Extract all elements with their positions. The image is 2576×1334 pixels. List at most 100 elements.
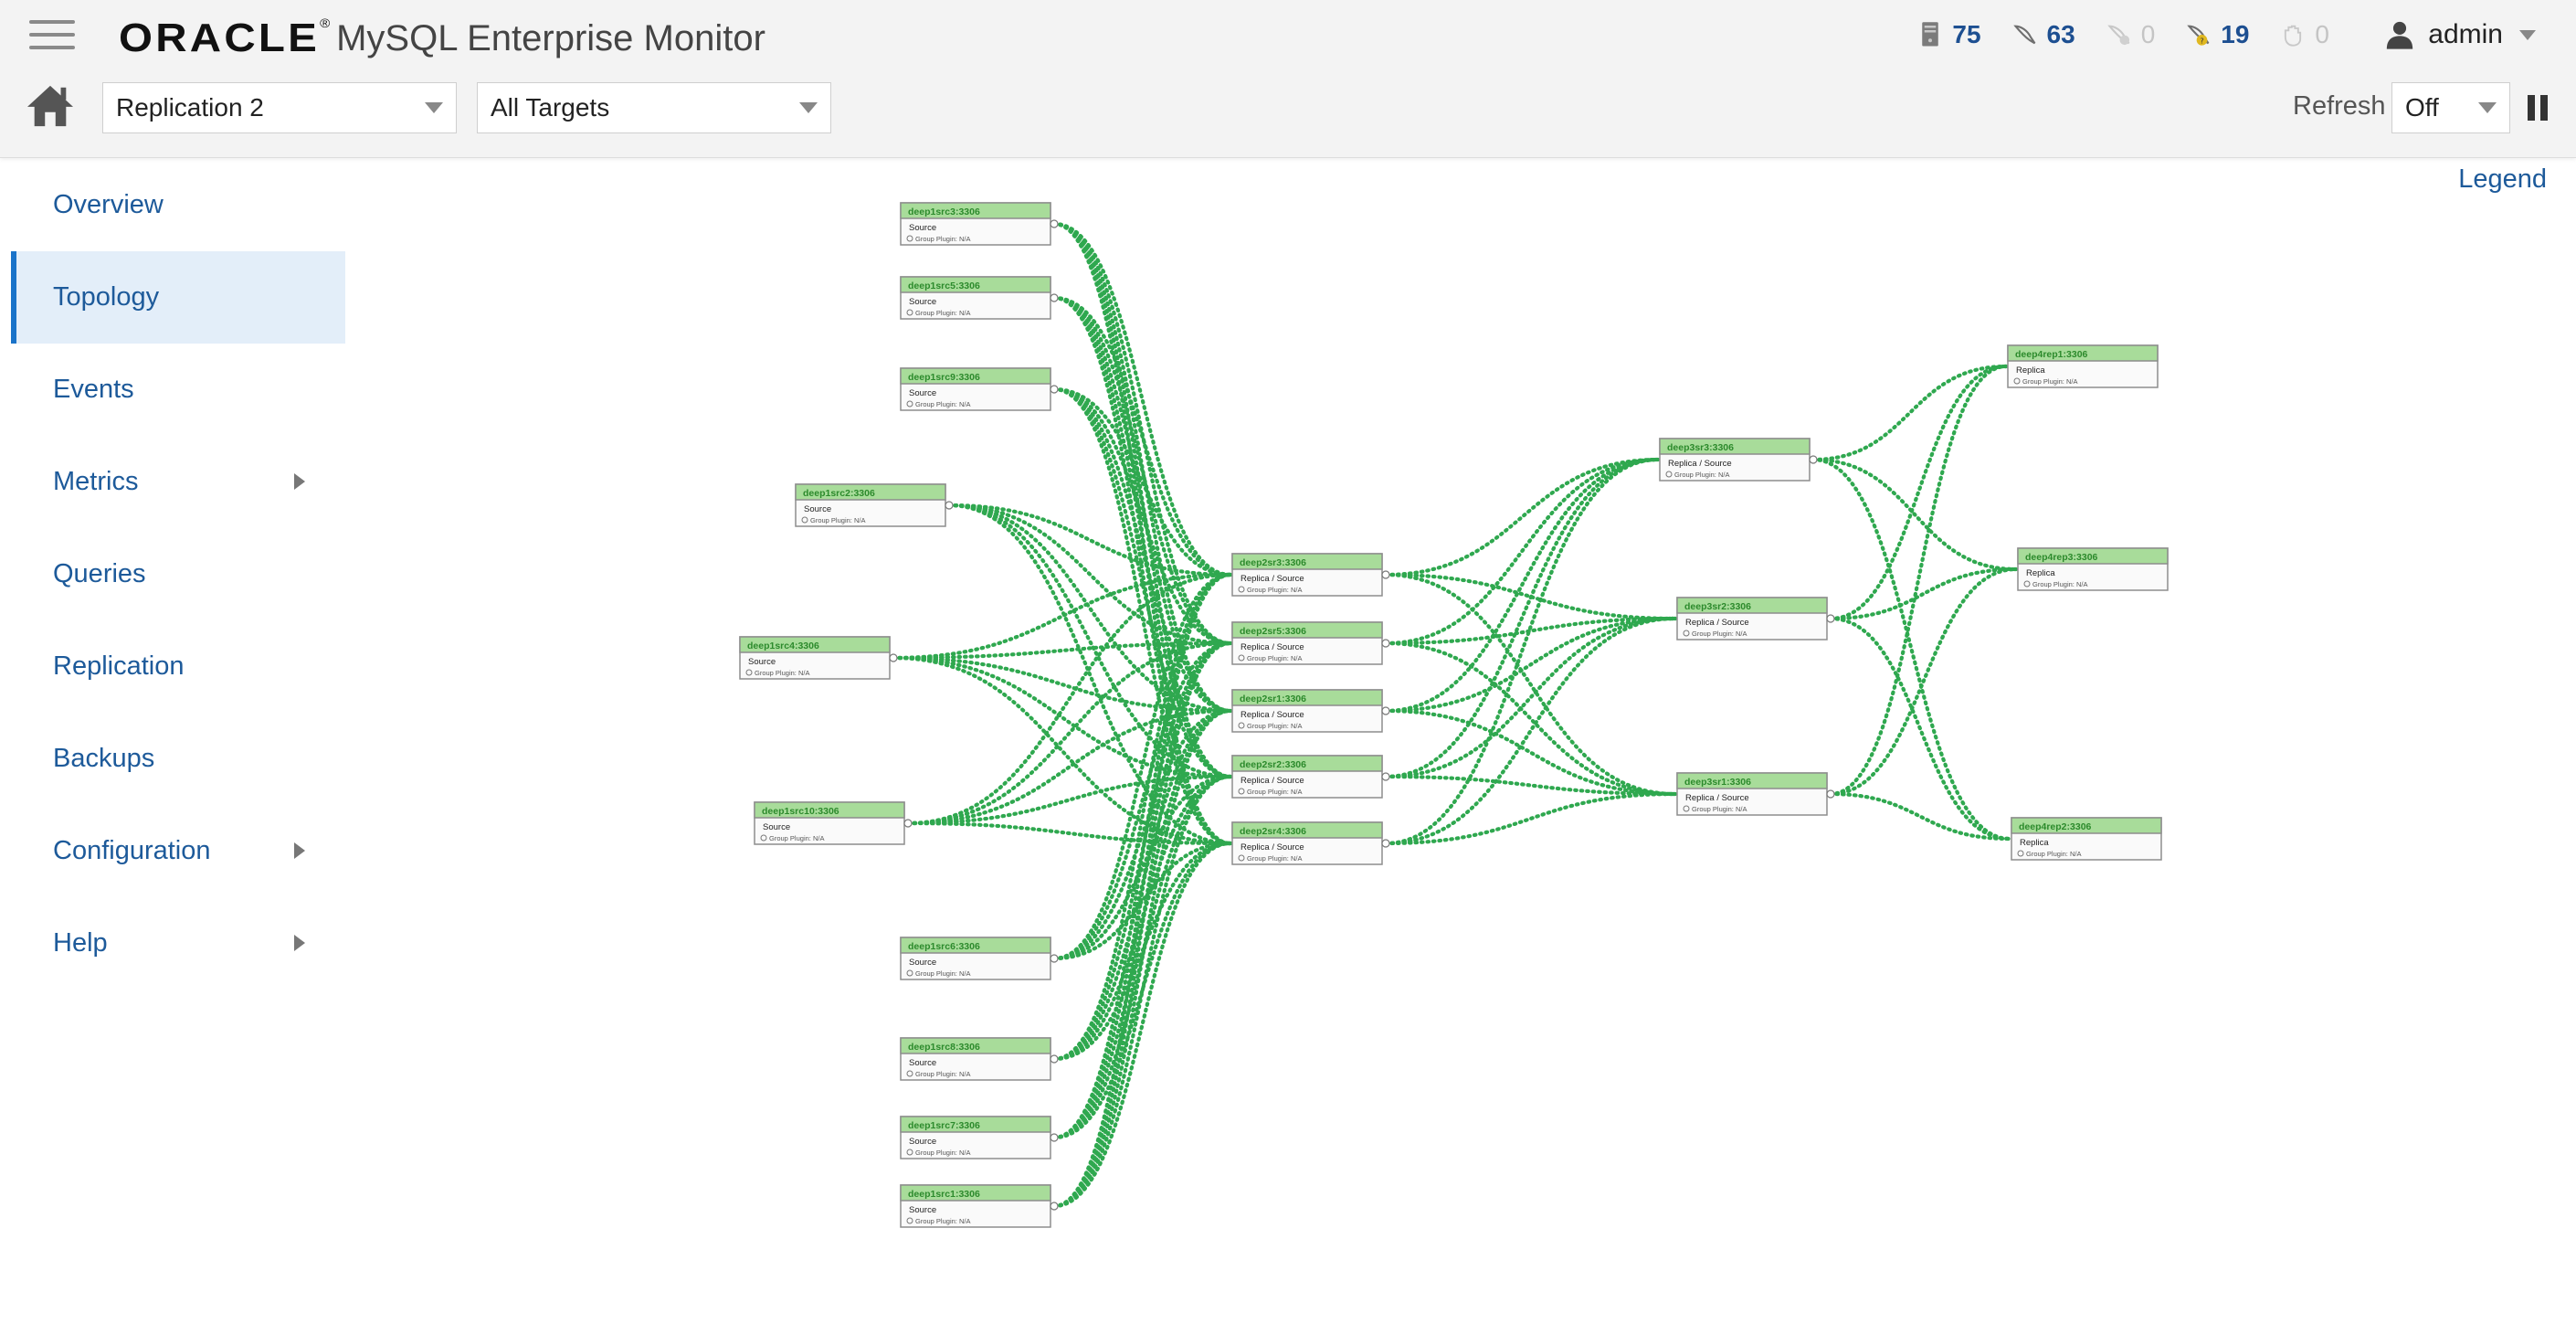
sidebar-item-overview[interactable]: Overview (11, 159, 345, 251)
link-deep2sr3-to-deep3sr1 (1383, 572, 1678, 797)
link-deep1src8-to-deep2sr3 (1051, 572, 1233, 1062)
status-agents-down[interactable]: 0 (2280, 20, 2329, 49)
status-instances-warning[interactable]: ? 19 (2186, 20, 2249, 49)
link-deep1src8-to-deep2sr1 (1051, 708, 1233, 1062)
output-port-icon[interactable] (1050, 385, 1059, 394)
output-port-icon[interactable] (1381, 706, 1390, 715)
hamburger-menu-icon[interactable] (29, 20, 75, 51)
node-role: Replica / Source (1668, 459, 1732, 469)
chevron-right-icon (294, 473, 305, 490)
node-role: Replica / Source (1240, 842, 1304, 852)
status-servers[interactable]: 75 (1917, 20, 1981, 49)
output-port-icon[interactable] (945, 501, 954, 510)
output-port-icon[interactable] (1050, 1133, 1059, 1142)
output-port-icon[interactable] (1809, 455, 1818, 464)
sidebar-item-label: Help (53, 928, 108, 958)
output-port-icon[interactable] (1826, 789, 1835, 799)
sidebar-item-queries[interactable]: Queries (11, 528, 345, 620)
link-deep1src4-to-deep2sr4 (891, 655, 1233, 846)
output-port-icon[interactable] (1050, 1054, 1059, 1064)
node-role: Source (909, 388, 936, 398)
sidebar-item-label: Backups (53, 744, 155, 773)
link-deep1src2-to-deep2sr1 (946, 503, 1233, 714)
targets-select-value: All Targets (491, 93, 610, 122)
pause-icon[interactable] (2526, 95, 2551, 122)
status-instances-down[interactable]: 0 (2106, 20, 2155, 49)
top-header: ORACLE® MySQL Enterprise Monitor 75 63 0… (0, 0, 2576, 158)
output-port-icon[interactable] (1826, 614, 1835, 623)
output-port-icon[interactable] (1050, 293, 1059, 302)
node-role: Source (909, 1137, 936, 1147)
node-role: Replica (2016, 365, 2045, 376)
output-port-icon[interactable] (1050, 219, 1059, 228)
sidebar-item-events[interactable]: Events (11, 344, 345, 436)
node-plugin: Group Plugin: N/A (1247, 586, 1302, 594)
output-port-icon[interactable] (1381, 570, 1390, 579)
plugin-status-icon (2017, 850, 2024, 857)
link-deep1src5-to-deep2sr3 (1051, 295, 1233, 577)
node-title: deep2sr1:3306 (1240, 693, 1306, 704)
sidebar-item-metrics[interactable]: Metrics (11, 436, 345, 528)
node-title: deep1src9:3306 (908, 372, 980, 383)
sidebar-item-help[interactable]: Help (11, 897, 345, 990)
sidebar-item-configuration[interactable]: Configuration (11, 805, 345, 897)
sidebar: Overview Topology Events Metrics Queries… (0, 159, 345, 990)
node-plugin: Group Plugin: N/A (915, 1070, 970, 1078)
output-port-icon[interactable] (903, 819, 913, 828)
node-header (2017, 547, 2169, 565)
home-icon[interactable] (26, 82, 75, 128)
group-select[interactable]: Replication 2 (102, 82, 457, 133)
link-deep1src7-to-deep2sr1 (1051, 708, 1233, 1140)
replication-links (891, 221, 2019, 1209)
user-menu[interactable]: admin (2384, 15, 2536, 55)
plugin-status-icon (2013, 377, 2021, 385)
output-port-icon[interactable] (1381, 639, 1390, 648)
link-deep1src6-to-deep2sr5 (1051, 641, 1233, 961)
output-port-icon[interactable] (889, 653, 898, 662)
link-deep1src10-to-deep2sr5 (905, 641, 1233, 826)
node-plugin: Group Plugin: N/A (755, 669, 809, 677)
output-port-icon[interactable] (1050, 954, 1059, 963)
output-port-icon[interactable] (1381, 839, 1390, 848)
chevron-right-icon (294, 935, 305, 951)
output-port-icon[interactable] (1050, 1202, 1059, 1211)
legend-link[interactable]: Legend (2458, 164, 2547, 194)
node-plugin: Group Plugin: N/A (769, 834, 824, 842)
output-port-icon[interactable] (1381, 772, 1390, 781)
node-role: Replica / Source (1240, 710, 1304, 720)
refresh-select[interactable]: Off (2391, 82, 2510, 133)
status-instances[interactable]: 63 (2012, 20, 2075, 49)
node-title: deep1src1:3306 (908, 1189, 980, 1200)
node-header (900, 1037, 1051, 1054)
plugin-status-icon (906, 309, 913, 316)
node-title: deep4rep1:3306 (2015, 349, 2088, 360)
targets-select[interactable]: All Targets (477, 82, 831, 133)
sidebar-item-backups[interactable]: Backups (11, 713, 345, 805)
sidebar-item-topology[interactable]: Topology (11, 251, 345, 344)
sidebar-item-replication[interactable]: Replication (11, 620, 345, 713)
plugin-status-icon (906, 400, 913, 408)
link-deep2sr2-to-deep3sr3 (1383, 457, 1661, 779)
link-deep1src1-to-deep2sr5 (1051, 641, 1233, 1209)
